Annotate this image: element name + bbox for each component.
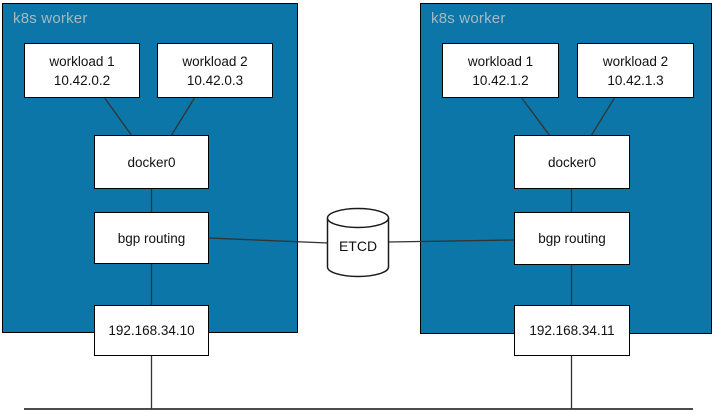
- host-ip-node-left: 192.168.34.10: [94, 305, 209, 356]
- workload1-node-right: workload 1 10.42.1.2: [442, 43, 559, 98]
- workload2-node-right: workload 2 10.42.1.3: [577, 43, 694, 98]
- workload-name: workload 1: [467, 53, 534, 69]
- bridge-label: docker0: [127, 154, 176, 170]
- routing-label: bgp routing: [538, 231, 606, 246]
- bgp-routing-node-left: bgp routing: [94, 212, 209, 264]
- etcd-cylinder-top: [326, 207, 390, 229]
- worker-title: k8s worker: [431, 10, 506, 27]
- docker0-node-right: docker0: [514, 135, 630, 189]
- workload-ip: 10.42.1.2: [472, 72, 529, 88]
- bgp-routing-node-right: bgp routing: [514, 212, 630, 265]
- worker-title: k8s worker: [13, 10, 88, 27]
- workload2-node-left: workload 2 10.42.0.3: [157, 43, 273, 98]
- workload-ip: 10.42.0.3: [186, 72, 244, 88]
- workload1-node-left: workload 1 10.42.0.2: [24, 43, 140, 98]
- workload-ip: 10.42.1.3: [607, 72, 664, 88]
- workload-name: workload 2: [182, 53, 248, 69]
- host-ip-label: 192.168.34.11: [529, 323, 615, 338]
- routing-label: bgp routing: [117, 230, 186, 246]
- etcd-cylinder: ETCD: [326, 207, 390, 278]
- workload-name: workload 2: [602, 53, 669, 69]
- host-ip-node-right: 192.168.34.11: [514, 305, 630, 356]
- etcd-cylinder-body: [326, 218, 390, 278]
- bridge-label: docker0: [547, 154, 597, 170]
- docker0-node-left: docker0: [94, 135, 209, 189]
- host-ip-label: 192.168.34.10: [108, 323, 195, 338]
- workload-name: workload 1: [49, 53, 115, 69]
- etcd-label: ETCD: [339, 238, 377, 254]
- workload-ip: 10.42.0.2: [53, 72, 111, 88]
